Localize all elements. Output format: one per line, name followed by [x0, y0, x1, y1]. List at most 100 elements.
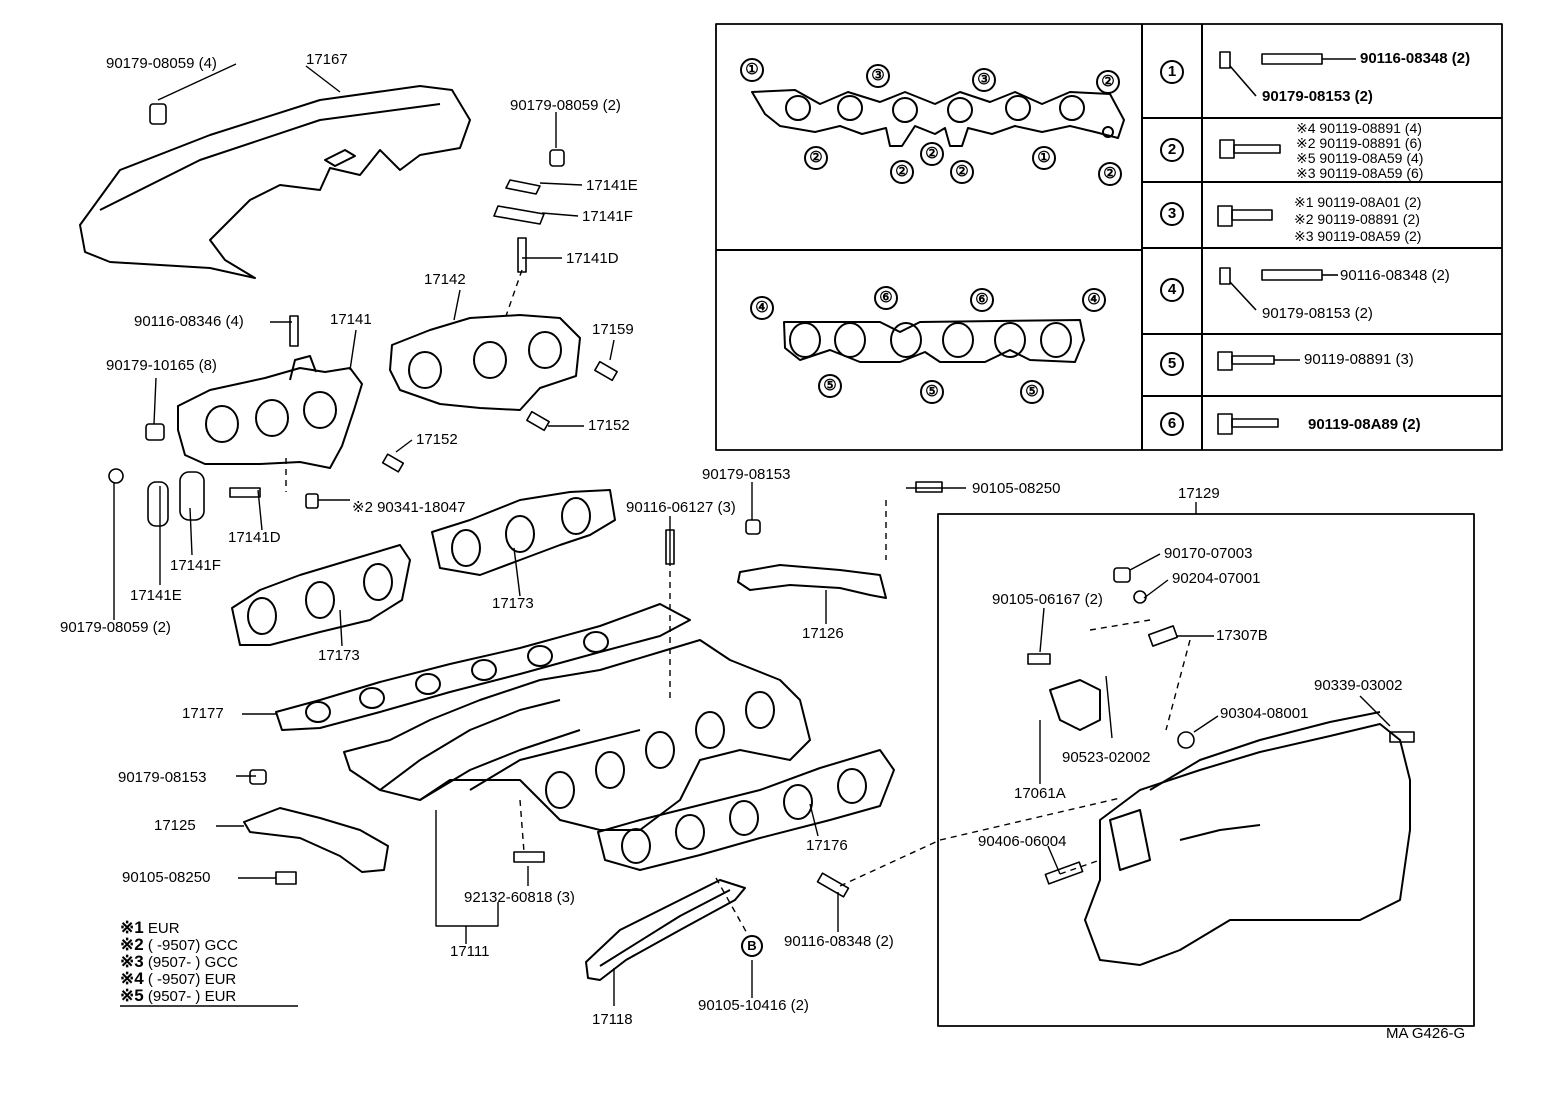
key-mark-5a: ⑤	[818, 374, 842, 398]
callout-90339-03002: 90339-03002	[1314, 677, 1403, 694]
table-row-2-line-2: ※2 90119-08891 (6)	[1296, 135, 1422, 151]
key-intake-gasket	[783, 319, 1085, 363]
table-row-3-number: 3	[1160, 202, 1184, 226]
callout-17061A: 17061A	[1014, 785, 1066, 802]
callout-17141D-top: 17141D	[566, 250, 619, 267]
callout-90406-06004: 90406-06004	[978, 833, 1067, 850]
callout-17141E-bottom: 17141E	[130, 587, 182, 604]
callout-17173-left: 17173	[318, 647, 360, 664]
table-row-1-bolt: 90116-08348 (2)	[1360, 50, 1471, 67]
key-mark-2b: ②	[804, 146, 828, 170]
table-row-5-bolt: 90119-08891 (3)	[1304, 351, 1414, 368]
callout-17141F-top: 17141F	[582, 208, 633, 225]
table-row-4-bolt: 90116-08348 (2)	[1340, 267, 1450, 284]
callout-17129: 17129	[1178, 485, 1220, 502]
gasket-17177	[275, 603, 691, 731]
callout-17111: 17111	[450, 943, 490, 960]
leader-lines	[113, 63, 1391, 1006]
callout-17141E-top: 17141E	[586, 177, 638, 194]
callout-90179-08153-left: 90179-08153	[118, 769, 207, 786]
stay-17126	[737, 564, 887, 599]
key-mark-3b: ③	[972, 68, 996, 92]
table-row-2-line-4: ※3 90119-08A59 (6)	[1296, 165, 1424, 181]
callout-17167: 17167	[306, 51, 348, 68]
callout-90179-08153-top: 90179-08153	[702, 466, 791, 483]
key-exhaust-gasket	[751, 89, 1125, 147]
table-row-2-line-3: ※5 90119-08A59 (4)	[1296, 150, 1424, 166]
callout-90204-07001: 90204-07001	[1172, 570, 1261, 587]
callout-17125: 17125	[154, 817, 196, 834]
callout-90105-08250-top: 90105-08250	[972, 480, 1061, 497]
legend-row-2: ※2 ( -9507) GCC	[120, 936, 238, 954]
table-row-6-number: 6	[1160, 412, 1184, 436]
legend-text: ( -9507) GCC	[147, 937, 238, 954]
dashed-guides	[285, 269, 1191, 936]
key-mark-4b: ④	[1082, 288, 1106, 312]
key-mark-2e: ②	[950, 160, 974, 184]
callout-90179-10165: 90179-10165 (8)	[106, 357, 217, 374]
callout-90304-08001: 90304-08001	[1220, 705, 1309, 722]
document-id: MA G426-G	[1386, 1025, 1466, 1042]
legend-text: (9507- ) GCC	[147, 954, 238, 971]
legend-mark: ※1	[120, 918, 144, 937]
exhaust-manifold-17142	[389, 314, 581, 411]
callout-17307B: 17307B	[1216, 627, 1268, 644]
table-bolt-icons	[1217, 51, 1356, 435]
key-mark-2f: ②	[1098, 162, 1122, 186]
table-row-3-line-2: ※2 90119-08891 (2)	[1294, 211, 1420, 227]
gasket-key-box	[715, 23, 1503, 451]
callout-92132-60818: 92132-60818 (3)	[464, 889, 575, 906]
key-mark-2c: ②	[920, 142, 944, 166]
gasket-17173-upper	[431, 489, 616, 576]
callout-90179-08059-2-top: 90179-08059 (2)	[510, 97, 621, 114]
callout-90179-08059-4: 90179-08059 (4)	[106, 55, 217, 72]
callout-90523-02002: 90523-02002	[1062, 749, 1151, 766]
gasket-17173-lower	[231, 544, 411, 646]
key-mark-2a: ②	[1096, 70, 1120, 94]
key-mark-6a: ⑥	[874, 286, 898, 310]
table-row-2-number: 2	[1160, 138, 1184, 162]
callout-90105-08250-left: 90105-08250	[122, 869, 211, 886]
callout-90105-06167: 90105-06167 (2)	[992, 591, 1103, 608]
callout-17177: 17177	[182, 705, 224, 722]
table-row-4-number: 4	[1160, 278, 1184, 302]
fasteners	[108, 103, 1415, 957]
legend-mark: ※5	[120, 986, 144, 1005]
callout-17152-left: 17152	[416, 431, 458, 448]
table-row-2-line-1: ※4 90119-08891 (4)	[1296, 120, 1422, 136]
key-mark-4a: ④	[750, 296, 774, 320]
legend-text: EUR	[147, 920, 180, 937]
table-row-5-number: 5	[1160, 352, 1184, 376]
callout-17142: 17142	[424, 271, 466, 288]
legend-mark: ※4	[120, 969, 144, 988]
callout-90179-08059-2-bottom: 90179-08059 (2)	[60, 619, 171, 636]
legend-row-1: ※1 EUR	[120, 918, 180, 937]
legend-text: (9507- ) EUR	[147, 988, 237, 1005]
key-mark-3: ③	[866, 64, 890, 88]
reference-B: B	[741, 935, 763, 957]
callout-17141F-bottom: 17141F	[170, 557, 221, 574]
callout-17126: 17126	[802, 625, 844, 642]
table-row-1-nut: 90179-08153 (2)	[1262, 88, 1373, 105]
callout-17141D-bottom: 17141D	[228, 529, 281, 546]
legend-row-5: ※5 (9507- ) EUR	[120, 986, 237, 1005]
callout-90105-10416: 90105-10416 (2)	[698, 997, 809, 1014]
callout-90116-08348: 90116-08348 (2)	[784, 933, 894, 950]
table-row-3-line-1: ※1 90119-08A01 (2)	[1294, 194, 1422, 210]
callout-17118: 17118	[592, 1011, 633, 1028]
key-mark-5c: ⑤	[1020, 380, 1044, 404]
legend-text: ( -9507) EUR	[147, 971, 237, 988]
heat-insulator-17167	[79, 85, 471, 279]
table-row-6-bolt: 90119-08A89 (2)	[1308, 416, 1421, 433]
table-row-3-line-3: ※3 90119-08A59 (2)	[1294, 228, 1422, 244]
legend-mark: ※3	[120, 952, 144, 971]
key-mark-5b: ⑤	[920, 380, 944, 404]
legend-row-3: ※3 (9507- ) GCC	[120, 952, 238, 971]
stay-17125	[243, 807, 389, 873]
intake-manifold-17111	[343, 639, 811, 831]
callout-90116-06127: 90116-06127 (3)	[626, 499, 736, 516]
callout-17159: 17159	[592, 321, 634, 338]
callout-17141: 17141	[330, 311, 372, 328]
legend-row-4: ※4 ( -9507) EUR	[120, 969, 237, 988]
